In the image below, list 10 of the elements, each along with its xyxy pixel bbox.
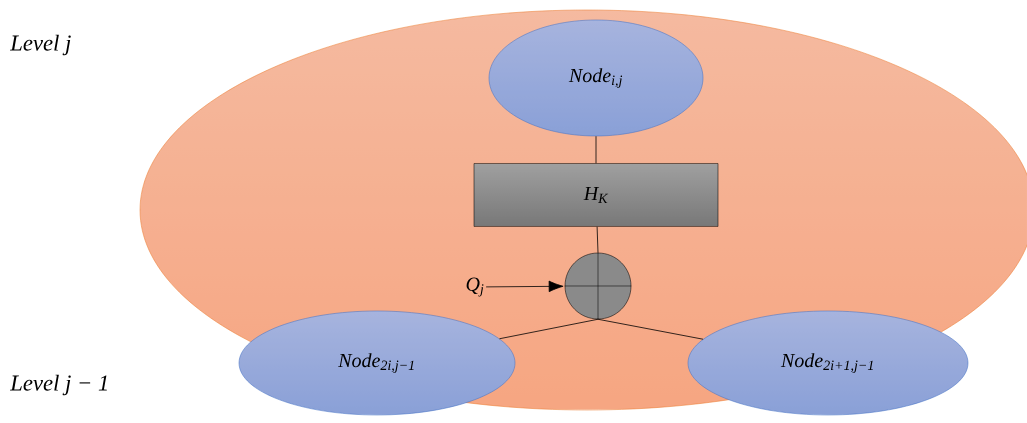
xor-circle	[564, 252, 632, 320]
input-label: Q$_{j}$	[466, 277, 484, 297]
hash-box: H$_{K}$	[473, 163, 719, 227]
connector-line	[595, 135, 597, 164]
arrow	[485, 280, 564, 293]
level-label: Level j	[10, 34, 71, 56]
connector-line	[596, 226, 599, 254]
connector-line	[499, 318, 599, 340]
level-label: Level j − 1	[10, 374, 107, 396]
connector-line	[597, 318, 704, 340]
